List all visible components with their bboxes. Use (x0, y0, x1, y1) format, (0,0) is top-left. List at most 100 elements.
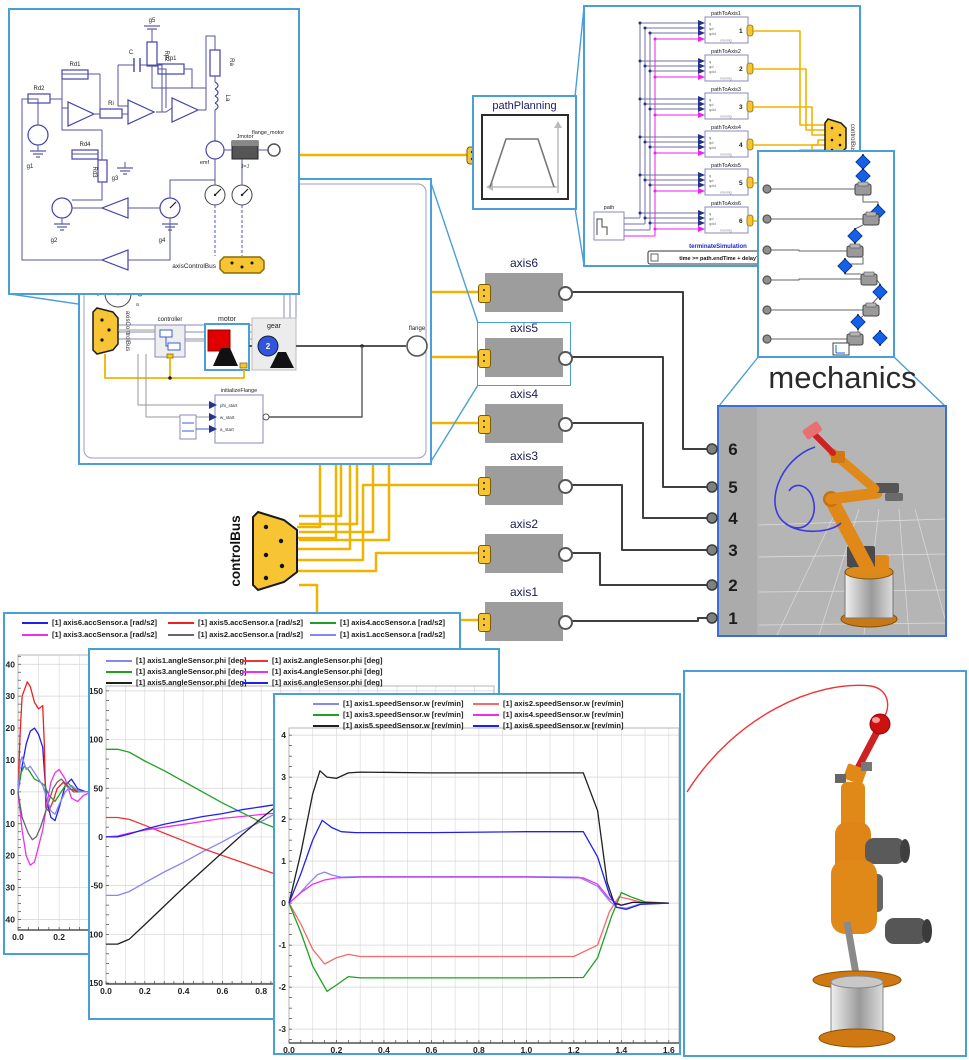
path-planning-canvas (481, 114, 569, 200)
mech-flange-number: 1 (728, 609, 737, 628)
svg-text:a_start: a_start (220, 427, 235, 432)
minor-ticks (288, 734, 670, 1043)
svg-text:-3: -3 (278, 1024, 286, 1034)
legend-entry: [1] axis5.angleSensor.phi [deg] (106, 678, 246, 687)
svg-text:4: 4 (739, 142, 743, 149)
legend-swatch (473, 713, 499, 716)
svg-text:2: 2 (739, 66, 743, 73)
mech-flange-connector[interactable] (762, 334, 772, 344)
flange-connector[interactable]: flange (406, 326, 428, 357)
svg-text:-2: -2 (278, 982, 286, 992)
control-bus-connector[interactable] (252, 510, 298, 592)
revolute-joint[interactable] (860, 271, 878, 286)
resistor-label: Rp1 (165, 56, 177, 62)
revolute-joint[interactable] (846, 331, 864, 346)
body-shape[interactable] (855, 168, 871, 184)
robot-animation-view[interactable] (683, 670, 967, 1057)
mech-flange-connector[interactable] (762, 245, 772, 255)
svg-text:1.4: 1.4 (615, 1045, 627, 1053)
legend-entry: [1] axis6.speedSensor.w [rev/min] (473, 721, 623, 730)
legend-swatch (242, 659, 268, 662)
curve--1-axis2-accsensor-a-rad-s2- (17, 778, 101, 841)
tool-path-trace-red (686, 684, 889, 793)
const-block[interactable] (179, 414, 209, 440)
svg-text:moving: moving (720, 115, 731, 119)
ground-label: g1 (27, 164, 34, 170)
svg-text:moving: moving (720, 153, 731, 157)
svg-text:pathToAxis3: pathToAxis3 (711, 87, 741, 93)
axis-control-bus-connector[interactable] (92, 307, 119, 355)
legend-entry: [1] axis6.accSensor.a [rad/s2] (22, 618, 157, 627)
axis-control-bus-connector[interactable] (219, 256, 265, 274)
revolute-joint[interactable] (846, 243, 864, 258)
mech-flange-connector[interactable] (762, 305, 772, 315)
mech-flange-connector[interactable] (762, 275, 772, 285)
svg-text:Jmotor: Jmotor (237, 134, 254, 140)
legend-label: [1] axis5.accSensor.a [rad/s2] (198, 618, 304, 627)
motor-block[interactable]: motor (204, 316, 250, 371)
legend-entry: [1] axis4.accSensor.a [rad/s2] (310, 618, 445, 627)
body-shape[interactable] (855, 154, 871, 170)
curve--1-axis3-accsensor-a-rad-s2- (17, 768, 101, 866)
svg-text:q: q (709, 59, 711, 64)
inertia-jmotor[interactable] (231, 140, 259, 160)
svg-text:path: path (604, 205, 615, 211)
resistor-label: Rd3 (91, 166, 97, 178)
body-shape[interactable] (847, 228, 863, 244)
svg-text:pathToAxis1: pathToAxis1 (711, 11, 741, 17)
svg-text:0.0: 0.0 (283, 1045, 295, 1053)
legend-swatch (310, 621, 336, 624)
mech-flange-connector[interactable] (762, 184, 772, 194)
controller-block[interactable]: controller (154, 317, 186, 359)
path-block[interactable]: path (593, 205, 625, 241)
tool-path-trace (774, 446, 842, 533)
path-planning-block[interactable]: pathPlanning w 6 axes (472, 95, 577, 210)
mechanics-internal-box[interactable] (757, 150, 895, 358)
control-bus-label: controlBus (228, 515, 243, 586)
legend-swatch (106, 659, 132, 662)
body-shape[interactable] (850, 314, 866, 330)
svg-text:40: 40 (6, 659, 16, 669)
plot-grid (288, 728, 679, 1043)
revolute-joint[interactable] (862, 211, 880, 226)
legend-entry: [1] axis4.angleSensor.phi [deg] (242, 667, 382, 676)
svg-text:q: q (709, 135, 711, 140)
resistor-label: Rd1 (69, 62, 81, 68)
world-block[interactable] (832, 342, 850, 356)
legend-label: [1] axis1.speedSensor.w [rev/min] (343, 699, 464, 708)
svg-text:100: 100 (90, 735, 103, 745)
revolute-joint[interactable] (862, 302, 880, 317)
svg-text:qdd: qdd (709, 221, 716, 226)
body-shape[interactable] (872, 330, 888, 346)
svg-text:moving: moving (720, 191, 731, 195)
legend-label: [1] axis2.accSensor.a [rad/s2] (198, 630, 304, 639)
svg-text:0.4: 0.4 (178, 986, 190, 996)
curve--1-axis6-speedsensor-w-rev-min- (288, 819, 669, 911)
revolute-joint[interactable] (854, 181, 872, 196)
curve--1-axis5-speedsensor-w-rev-min- (288, 770, 669, 906)
svg-text:0: 0 (281, 898, 286, 908)
svg-text:q: q (709, 211, 711, 216)
legend-swatch (106, 681, 132, 684)
mechanics-internal-canvas (762, 154, 888, 356)
flange-motor-connector[interactable] (267, 143, 281, 157)
svg-text:1.2: 1.2 (568, 1045, 580, 1053)
body-shape[interactable] (837, 258, 853, 274)
body-shape[interactable] (872, 284, 888, 300)
svg-text:50: 50 (94, 783, 104, 793)
mech-flange-connector[interactable] (762, 214, 772, 224)
legend-entry: [1] axis2.angleSensor.phi [deg] (242, 656, 382, 665)
legend-swatch (473, 724, 499, 727)
